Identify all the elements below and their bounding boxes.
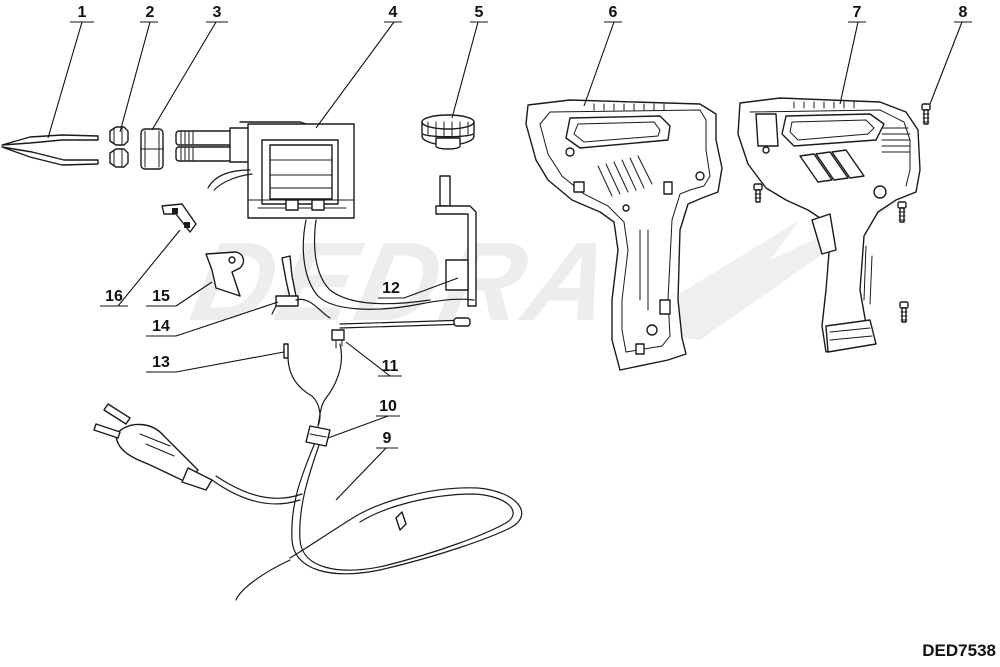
callout-2: 2 xyxy=(146,4,155,21)
callout-4: 4 xyxy=(389,4,398,21)
part-13-terminal-wire xyxy=(283,343,289,359)
part-1-soldering-tip xyxy=(1,134,99,166)
part-9-power-cord xyxy=(211,343,523,601)
callout-7: 7 xyxy=(853,4,862,21)
part-16-clip xyxy=(161,203,197,233)
part-12-switch-bracket xyxy=(435,175,477,307)
callout-1: 1 xyxy=(78,4,87,21)
callout-14: 14 xyxy=(152,318,170,335)
callout-15: 15 xyxy=(152,288,170,305)
callout-6: 6 xyxy=(609,4,618,21)
part-15-trigger xyxy=(205,251,245,297)
callout-11: 11 xyxy=(382,358,399,375)
part-4-transformer xyxy=(175,121,355,219)
power-plug xyxy=(93,403,213,491)
watermark-text: DEDRA xyxy=(182,218,627,344)
callout-3: 3 xyxy=(213,4,222,21)
callout-12: 12 xyxy=(382,280,400,297)
callout-numbers: 1 2 3 4 5 6 7 8 9 10 11 12 13 14 15 16 xyxy=(78,4,968,447)
leader-lines xyxy=(47,21,972,501)
part-7-housing-right xyxy=(737,97,921,353)
internal-wiring xyxy=(302,219,475,329)
part-8-screws xyxy=(753,103,931,323)
part-14-microswitch xyxy=(271,255,331,319)
part-6-housing-left xyxy=(525,99,723,371)
callout-16: 16 xyxy=(105,288,123,305)
callout-10: 10 xyxy=(379,398,397,415)
part-2-nuts xyxy=(109,126,129,168)
model-code-label: DED7538 xyxy=(922,641,996,660)
callout-8: 8 xyxy=(959,4,968,21)
part-3-bushing xyxy=(140,128,164,170)
part-11-connector xyxy=(331,329,345,349)
part-5-knob xyxy=(421,114,475,150)
callout-9: 9 xyxy=(383,430,392,447)
part-10-strain-relief xyxy=(305,425,331,447)
callout-13: 13 xyxy=(152,354,170,371)
callout-5: 5 xyxy=(475,4,484,21)
